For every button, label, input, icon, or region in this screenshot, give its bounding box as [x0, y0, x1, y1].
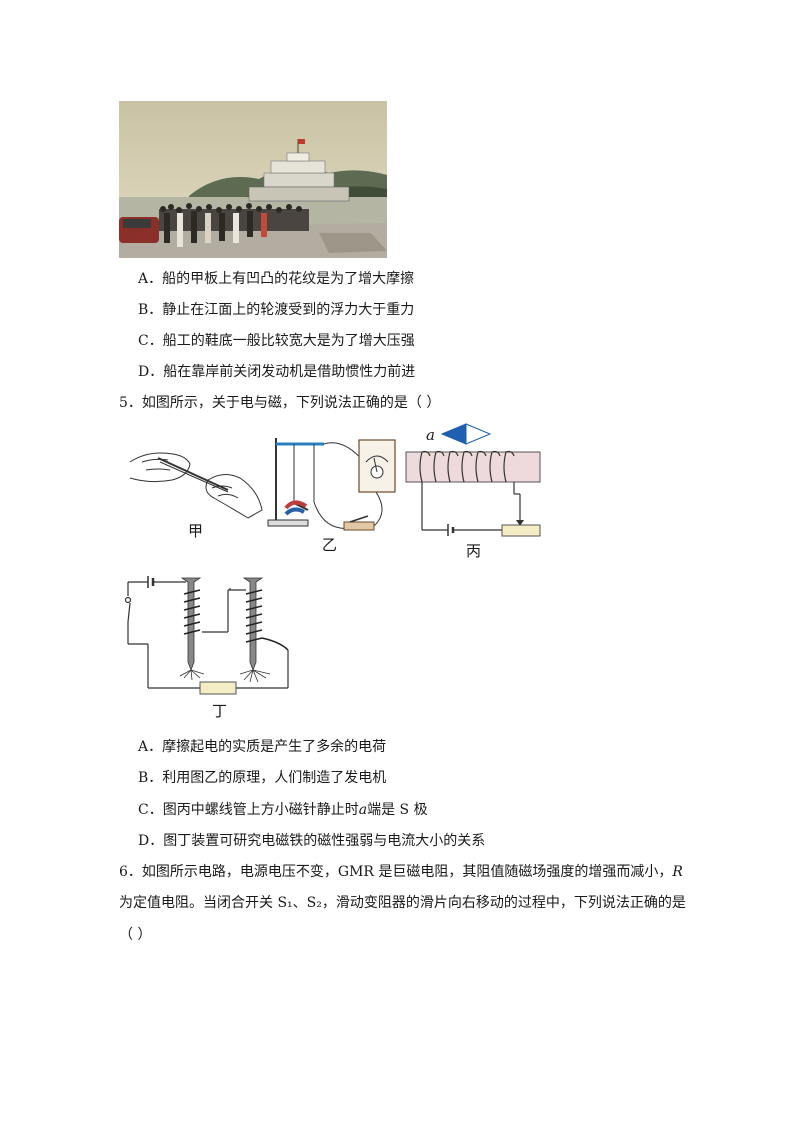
- figure-bing-solenoid: [405, 423, 541, 537]
- figure-ding-label: 丁: [212, 702, 228, 720]
- figure-jia-friction: [129, 452, 263, 519]
- q6-stem-line1: 6．如图所示电路，电源电压不变，GMR 是巨磁电阻，其阻值随磁场强度的增强而减小…: [119, 863, 683, 881]
- q4-option-b: B．静止在江面上的轮渡受到的浮力大于重力: [138, 302, 415, 318]
- figure-bing-needle-end-label: a: [426, 426, 435, 444]
- q5-option-b: B．利用图乙的原理，人们制造了发电机: [138, 770, 387, 786]
- q5-option-c-pre: C．图丙中螺线管上方小磁针静止时: [138, 802, 359, 818]
- ferry-photo: [119, 101, 387, 258]
- q5-option-c: C．图丙中螺线管上方小磁针静止时a端是 S 极: [138, 801, 428, 819]
- q5-stem: 5．如图所示，关于电与磁，下列说法正确的是（ ）: [119, 395, 441, 411]
- figure-yi-apparatus: [267, 438, 396, 531]
- figure-yi-label: 乙: [322, 536, 338, 554]
- q5-option-d: D．图丁装置可研究电磁铁的磁性强弱与电流大小的关系: [138, 833, 486, 849]
- q6-stem-line1-var: R: [672, 864, 683, 880]
- figure-jia-label: 甲: [188, 522, 204, 540]
- figure-bing-label: 丙: [466, 542, 482, 560]
- q4-option-a: A．船的甲板上有凹凸的花纹是为了增大摩擦: [138, 271, 415, 287]
- q6-stem-line1-text: 6．如图所示电路，电源电压不变，GMR 是巨磁电阻，其阻值随磁场强度的增强而减小…: [119, 864, 673, 880]
- q5-option-c-post: 端是 S 极: [367, 802, 428, 818]
- q4-option-c: C．船工的鞋底一般比较宽大是为了增大压强: [138, 333, 415, 349]
- q6-stem-line3: （ ）: [119, 927, 152, 943]
- q5-option-a: A．摩擦起电的实质是产生了多余的电荷: [138, 739, 387, 755]
- q6-stem-line2: 为定值电阻。当闭合开关 S₁、S₂，滑动变阻器的滑片向右移动的过程中，下列说法正…: [119, 895, 686, 911]
- q5-option-c-var: a: [358, 802, 368, 818]
- figure-ding-electromagnets: [124, 576, 289, 695]
- q4-option-d: D．船在靠岸前关闭发动机是借助惯性力前进: [138, 364, 416, 380]
